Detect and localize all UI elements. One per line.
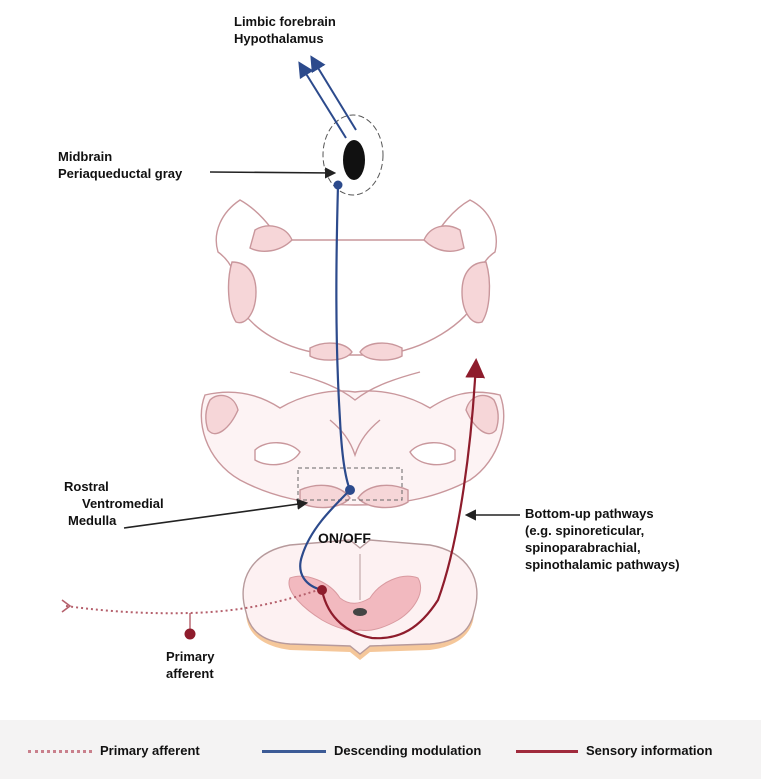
- label-bottom-up-ex3: spinothalamic pathways): [525, 556, 680, 573]
- label-rvm: Rostral Ventromedial Medulla: [64, 478, 164, 529]
- legend-item-descending: Descending modulation: [262, 742, 522, 759]
- label-afferent: afferent: [166, 665, 214, 682]
- pag-leader: [210, 172, 334, 173]
- label-onoff: ON/OFF: [318, 530, 371, 547]
- dorsal-horn-node: [317, 585, 327, 595]
- label-limbic: Limbic forebrain Hypothalamus: [234, 13, 336, 47]
- label-ventromedial: Ventromedial: [82, 495, 164, 512]
- label-bottom-up-ex1: (e.g. spinoreticular,: [525, 522, 680, 539]
- label-primary: Primary: [166, 648, 214, 665]
- legend-label-descending: Descending modulation: [334, 742, 481, 759]
- legend-label-sensory: Sensory information: [586, 742, 712, 759]
- label-bottom-up-title: Bottom-up pathways: [525, 505, 680, 522]
- legend-label-primary-afferent: Primary afferent: [100, 742, 200, 759]
- pag-node: [334, 181, 343, 190]
- label-pag: Periaqueductal gray: [58, 165, 182, 182]
- label-primary-afferent: Primary afferent: [166, 648, 214, 682]
- legend-swatch-descending: [262, 750, 326, 753]
- legend-swatch-primary-afferent: [28, 750, 92, 753]
- legend: Primary afferent Descending modulation S…: [0, 720, 761, 779]
- label-bottom-up-ex2: spinoparabrachial,: [525, 539, 680, 556]
- label-midbrain: Midbrain Periaqueductal gray: [58, 148, 182, 182]
- legend-item-primary-afferent: Primary afferent: [28, 742, 258, 759]
- label-hypothalamus: Hypothalamus: [234, 30, 336, 47]
- label-limbic-forebrain: Limbic forebrain: [234, 13, 336, 30]
- drg-node: [185, 629, 196, 640]
- label-medulla: Medulla: [68, 512, 164, 529]
- label-midbrain-text: Midbrain: [58, 148, 182, 165]
- legend-swatch-sensory: [516, 750, 578, 753]
- central-canal: [353, 608, 367, 616]
- aqueduct: [343, 140, 365, 180]
- spinal-cord-section: [243, 540, 477, 660]
- rvm-node: [345, 485, 355, 495]
- label-bottom-up: Bottom-up pathways (e.g. spinoreticular,…: [525, 505, 680, 573]
- pons-section: [216, 200, 496, 360]
- legend-item-sensory: Sensory information: [516, 742, 756, 759]
- label-rostral: Rostral: [64, 478, 164, 495]
